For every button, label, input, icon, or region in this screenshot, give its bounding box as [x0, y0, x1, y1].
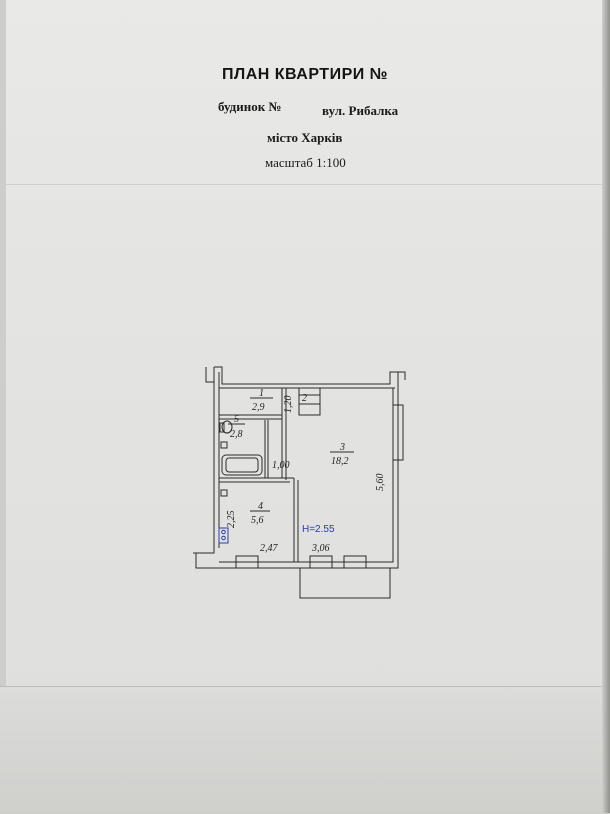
- scale-label: масштаб 1:100: [265, 155, 346, 170]
- stove: [218, 527, 229, 544]
- paper-fold-line: [6, 184, 610, 185]
- paper-edge-left: [0, 0, 6, 690]
- outer-wall-right: [195, 372, 399, 569]
- kitchen-sink: [220, 489, 228, 497]
- room-5-area: 2,8: [230, 429, 243, 440]
- paper-edge-right: [602, 0, 610, 813]
- paper-sheet: [6, 0, 610, 700]
- outer-wall-top: [214, 366, 398, 385]
- bathtub: [221, 454, 263, 476]
- document-title: ПЛАН КВАРТИРИ №: [221, 66, 389, 83]
- room-3-area: 18,2: [331, 456, 349, 467]
- dimension-1-00: 1,00: [272, 460, 290, 471]
- second-sheet: [0, 686, 610, 814]
- room-5-number: 5: [234, 414, 239, 425]
- street-label: вул. Рибалка: [322, 103, 399, 118]
- outer-wall-left: [193, 367, 215, 554]
- room-4-number: 4: [258, 501, 263, 512]
- dimension-5-60: 5,60: [375, 474, 386, 492]
- house-label: будинок №: [218, 99, 282, 114]
- room-3-number: 3: [339, 442, 345, 453]
- dimension-3-06: 3,06: [311, 543, 330, 554]
- toilet: [221, 420, 233, 434]
- sink: [220, 441, 228, 449]
- room-4-area: 5,6: [251, 515, 264, 526]
- closet-2: [298, 388, 321, 416]
- room-1-area: 2,9: [252, 402, 265, 413]
- city-label: місто Харків: [267, 130, 343, 145]
- dimension-2-25: 2,25: [226, 511, 237, 529]
- dimension-2-47: 2,47: [260, 543, 279, 554]
- ceiling-height: H=2.55: [302, 524, 335, 535]
- dimension-1-20: 1,20: [283, 396, 294, 414]
- balcony: [299, 568, 391, 599]
- room-1-number: 1: [259, 388, 264, 399]
- room-2-number: 2: [302, 393, 307, 404]
